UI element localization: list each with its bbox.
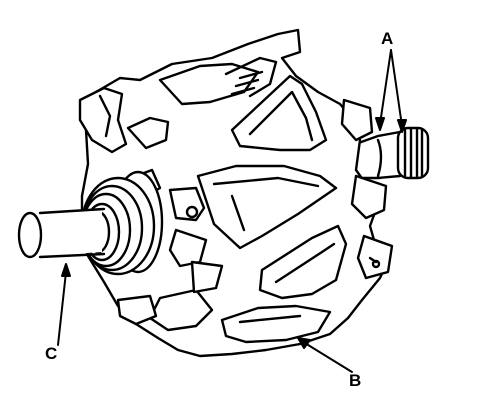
shaft-and-bearing — [17, 170, 164, 276]
callout-label-c: C — [45, 344, 58, 363]
callout-label-b: B — [349, 371, 362, 390]
slip-ring-assembly — [348, 126, 430, 180]
rotor-body — [78, 28, 394, 358]
callout-label-a: A — [381, 29, 394, 48]
callout-lines — [57, 49, 407, 373]
